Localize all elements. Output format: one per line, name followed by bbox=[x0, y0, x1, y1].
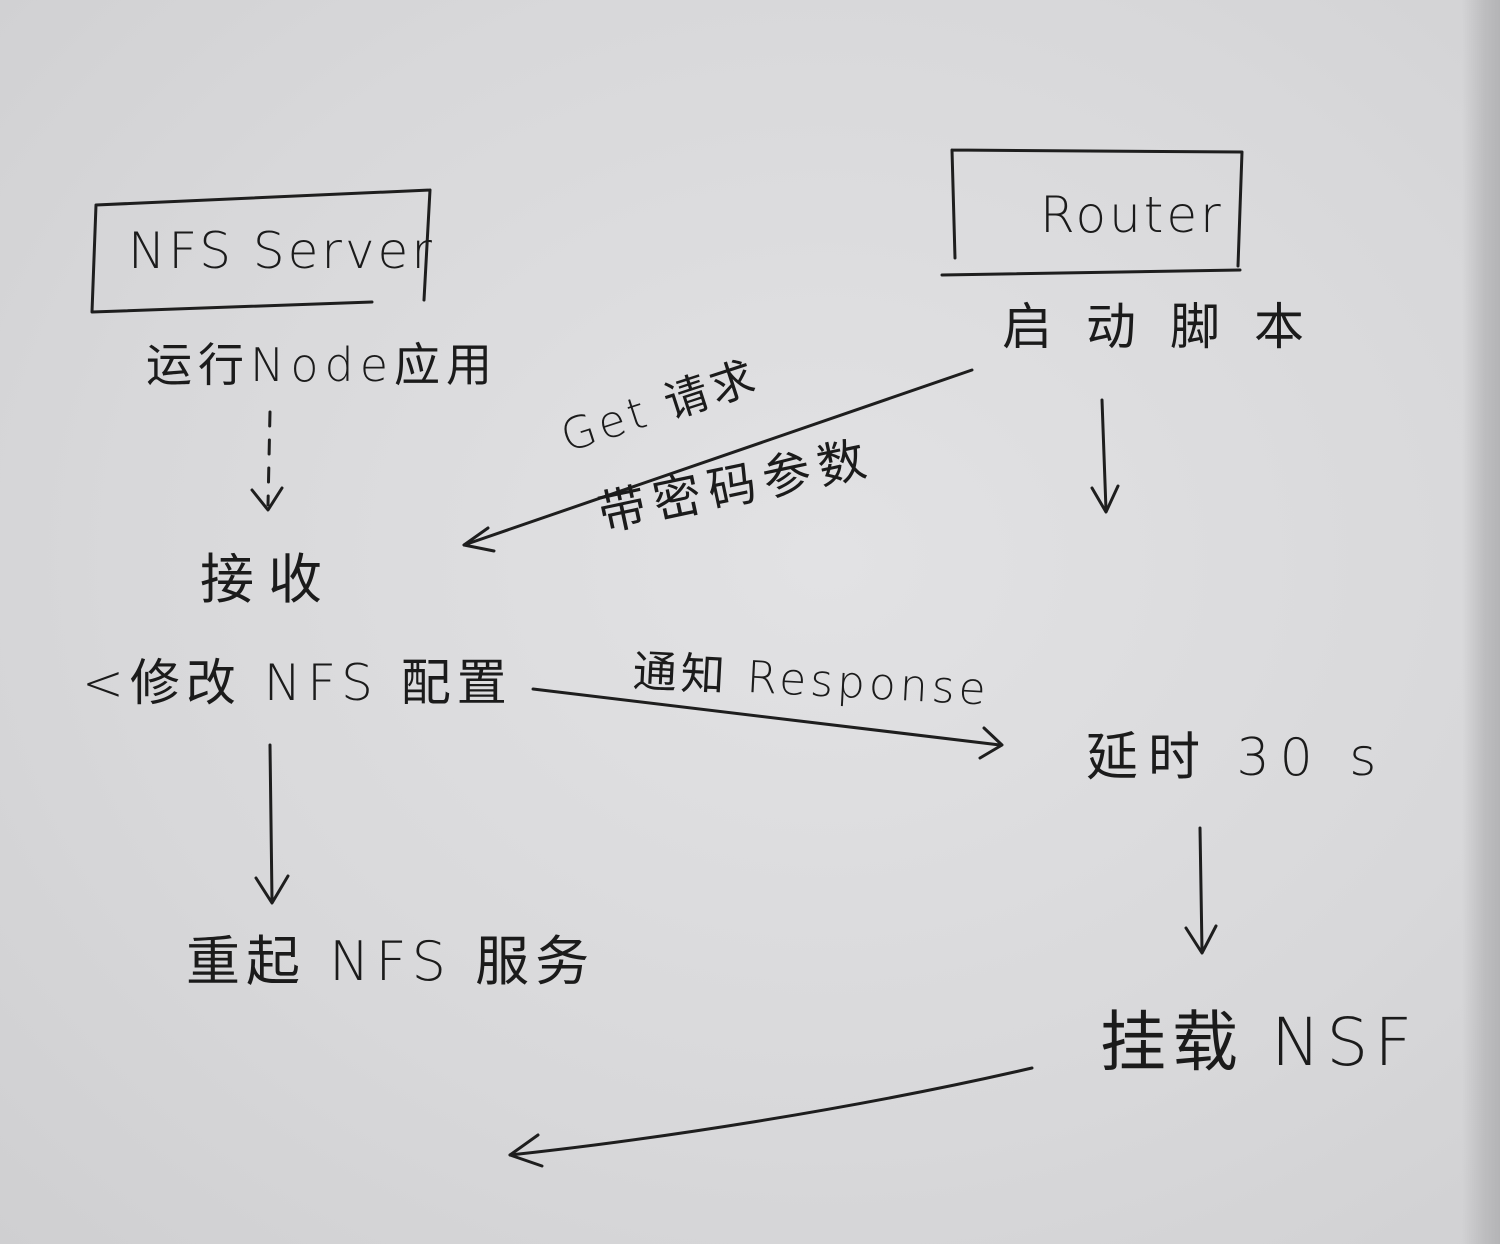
arrow-get-request bbox=[462, 368, 974, 547]
arrow-delay-to-mount-head bbox=[1184, 924, 1218, 955]
arrow-mount-to-restart-head bbox=[508, 1133, 544, 1168]
router-label: Router bbox=[1040, 186, 1224, 244]
arrow-notify-response bbox=[531, 687, 1002, 747]
restart-nfs-service-step: 重起 NFS 服务 bbox=[186, 930, 596, 993]
paper-shadow-edge bbox=[1462, 0, 1500, 1244]
start-script-step: 启动脚本 bbox=[1002, 298, 1338, 356]
arrow-modify-to-restart bbox=[268, 743, 274, 902]
nfs-server-box bbox=[90, 188, 432, 314]
dashed-arrow-run-to-receive bbox=[266, 410, 272, 507]
mount-nsf-step: 挂载 NSF bbox=[1100, 1004, 1419, 1081]
dashed-arrow-run-to-receive-head bbox=[250, 486, 284, 512]
receive-step: 接收 bbox=[200, 548, 336, 611]
arrow-notify-response-head bbox=[978, 726, 1004, 760]
router-box bbox=[940, 148, 1244, 277]
arrow-get-request-head bbox=[462, 526, 496, 553]
modify-nfs-config-step: <修改 NFS 配置 bbox=[82, 654, 513, 712]
run-node-app-step: 运行Node应用 bbox=[146, 338, 499, 392]
arrow-delay-to-mount bbox=[1198, 826, 1204, 952]
nfs-server-label: NFS Server bbox=[128, 222, 435, 280]
arrow-mount-to-restart bbox=[508, 1066, 1034, 1157]
delay-step: 延时 30 s bbox=[1086, 728, 1387, 788]
arrow-modify-to-restart-head bbox=[254, 874, 290, 905]
arrow-start-to-delay bbox=[1100, 398, 1108, 512]
arrow-start-to-delay-head bbox=[1090, 484, 1120, 514]
